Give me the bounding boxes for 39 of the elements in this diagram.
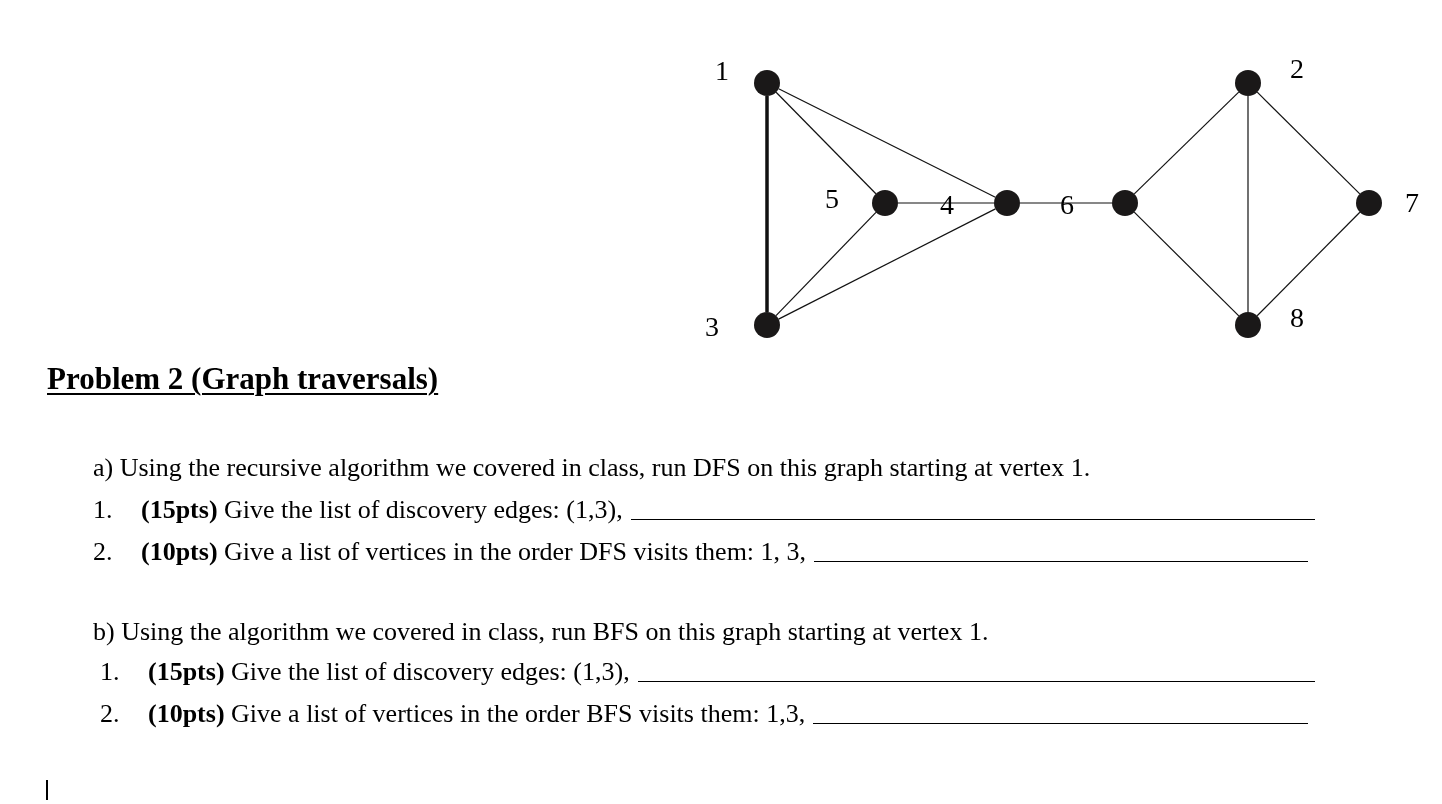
graph-edge — [897, 202, 995, 204]
graph-edge — [1247, 95, 1249, 313]
graph-edge — [1256, 211, 1361, 317]
graph-edge — [775, 91, 877, 195]
graph-edge — [1133, 91, 1240, 195]
vertex-label: 1 — [715, 57, 729, 85]
vertex-label: 8 — [1290, 304, 1304, 332]
graph-vertex — [1235, 70, 1261, 96]
graph-edge — [778, 208, 996, 320]
question-text: (15pts) Give the list of discovery edges: (1,3), — [141, 494, 623, 526]
graph-edge — [765, 96, 769, 312]
graph-edge — [778, 88, 996, 198]
graph-vertex — [754, 70, 780, 96]
graph-vertex — [872, 190, 898, 216]
question-text: (10pts) Give a list of vertices in the order DFS visits them: 1, 3, — [141, 536, 807, 568]
vertex-label: 3 — [705, 313, 719, 341]
question-text: b) Using the algorithm we covered in class, run BFS on this graph starting at vertex 1. — [93, 616, 989, 648]
graph-edge — [1019, 202, 1113, 204]
vertex-label: 6 — [1060, 191, 1074, 219]
vertex-label: 4 — [940, 191, 954, 219]
graph-vertex — [1356, 190, 1382, 216]
question-text: (10pts) Give a list of vertices in the order BFS visits them: 1,3, — [148, 698, 806, 730]
question-text: (15pts) Give the list of discovery edges: (1,3), — [148, 656, 630, 688]
graph-vertex — [1112, 190, 1138, 216]
graph-vertex — [1235, 312, 1261, 338]
vertex-label: 7 — [1405, 189, 1419, 217]
graph-edge — [1256, 91, 1361, 195]
list-number: 2. — [100, 698, 120, 730]
list-number: 1. — [93, 494, 113, 526]
list-number: 1. — [100, 656, 120, 688]
list-number: 2. — [93, 536, 113, 568]
vertex-label: 2 — [1290, 55, 1304, 83]
problem-heading: Problem 2 (Graph traversals) — [47, 360, 439, 398]
vertex-label: 5 — [825, 185, 839, 213]
graph-vertex — [754, 312, 780, 338]
graph-edge — [775, 211, 877, 317]
question-text: a) Using the recursive algorithm we covered in class, run DFS on this graph starting at vertex 1. — [93, 452, 1091, 484]
graph-vertex — [994, 190, 1020, 216]
graph-edge — [1133, 211, 1240, 317]
